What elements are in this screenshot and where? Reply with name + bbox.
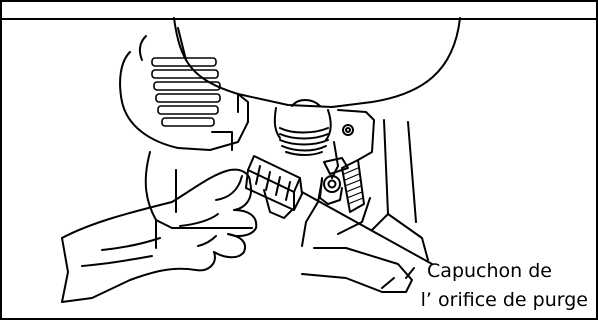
strainer <box>342 160 364 212</box>
part-callout: Capuchon de l’ orifice de purge <box>368 257 588 315</box>
leader-line <box>302 192 432 264</box>
tank-body <box>174 18 460 112</box>
valve-assembly <box>320 110 374 204</box>
callout-line-1: Capuchon de <box>368 257 588 286</box>
drain-cap <box>246 156 302 218</box>
filler-neck <box>275 100 331 155</box>
engine-shroud <box>120 28 248 150</box>
vent-grille <box>152 58 220 126</box>
callout-line-2: l’ orifice de purge <box>368 286 588 315</box>
hand <box>62 170 256 302</box>
